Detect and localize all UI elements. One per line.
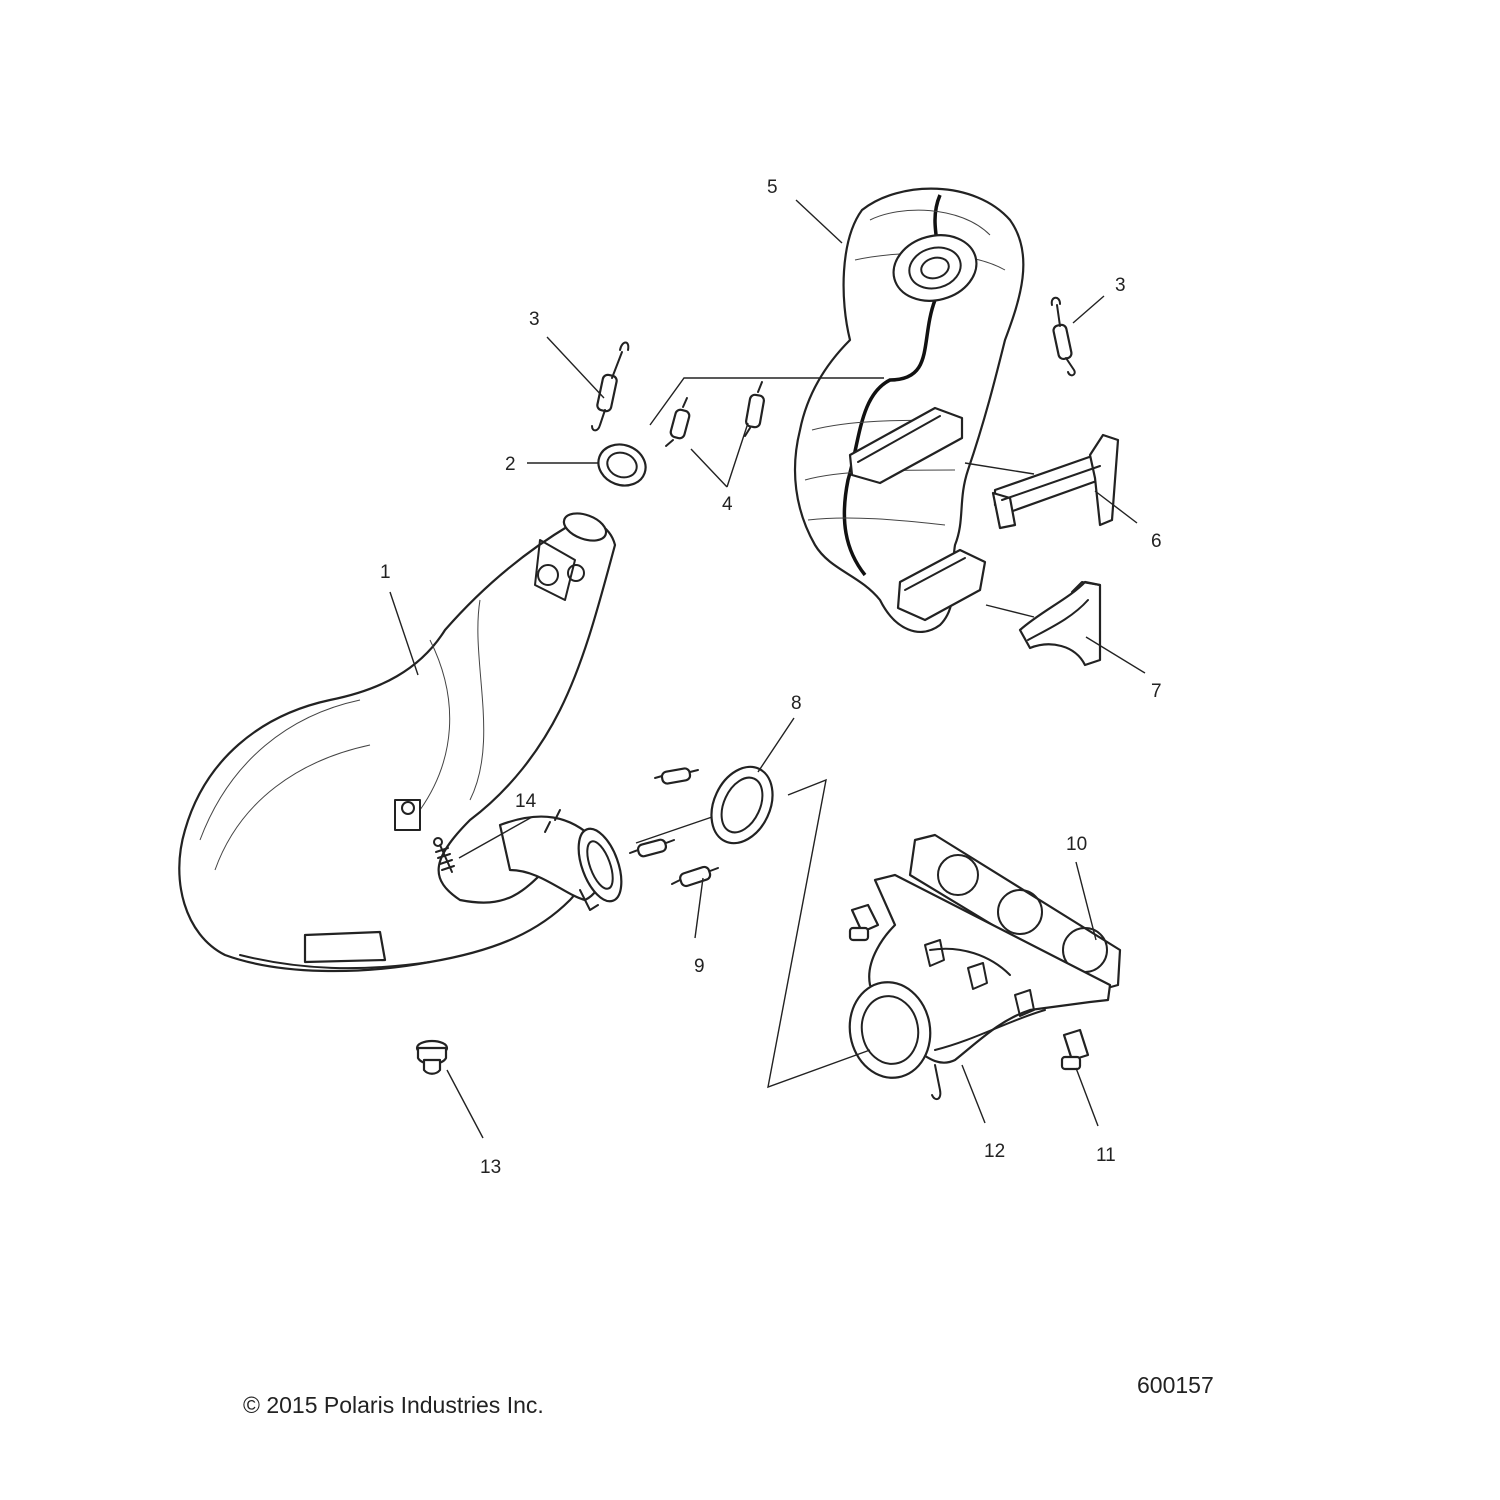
callout-10: 10	[1066, 834, 1087, 855]
callout-9: 9	[694, 956, 705, 977]
manifold-gasket-part-10	[908, 833, 1122, 992]
spring-part-3-right	[1050, 296, 1076, 377]
callout-7: 7	[1151, 681, 1162, 702]
gasket-part-8	[710, 765, 774, 845]
callout-8: 8	[791, 693, 802, 714]
callout-3-left: 3	[529, 309, 540, 330]
springs-part-9	[629, 767, 719, 888]
manifold-part-12	[848, 873, 1112, 1101]
muffler-part-5	[793, 187, 1025, 633]
callout-11: 11	[1096, 1145, 1116, 1166]
bracket-part-7	[1018, 580, 1102, 667]
leader-lines	[389, 199, 1146, 1139]
spring-part-3-left	[591, 341, 630, 432]
callout-1: 1	[380, 562, 391, 583]
exhaust-pipe-part-1	[178, 512, 617, 973]
callout-12: 12	[984, 1141, 1005, 1162]
pipe-elbow	[498, 809, 623, 911]
callout-13: 13	[480, 1157, 501, 1178]
callout-numbers: 1 2 3 3 4 5 6 7 8 9 10 11 12 13 14	[380, 177, 1162, 1178]
plug-part-13	[415, 1039, 449, 1075]
callout-5: 5	[767, 177, 778, 198]
bolts-part-11	[848, 903, 1090, 1071]
spring-part-14	[433, 837, 455, 873]
gasket-part-2	[597, 443, 647, 487]
callout-6: 6	[1151, 531, 1162, 552]
callout-3-right: 3	[1115, 275, 1126, 296]
bracket-part-6	[991, 433, 1120, 530]
copyright-notice: © 2015 Polaris Industries Inc.	[243, 1392, 544, 1418]
callout-4: 4	[722, 494, 733, 515]
figure-number: 600157	[1137, 1372, 1214, 1398]
callout-14: 14	[515, 791, 537, 812]
callout-2: 2	[505, 454, 516, 475]
springs-part-4	[665, 381, 765, 447]
